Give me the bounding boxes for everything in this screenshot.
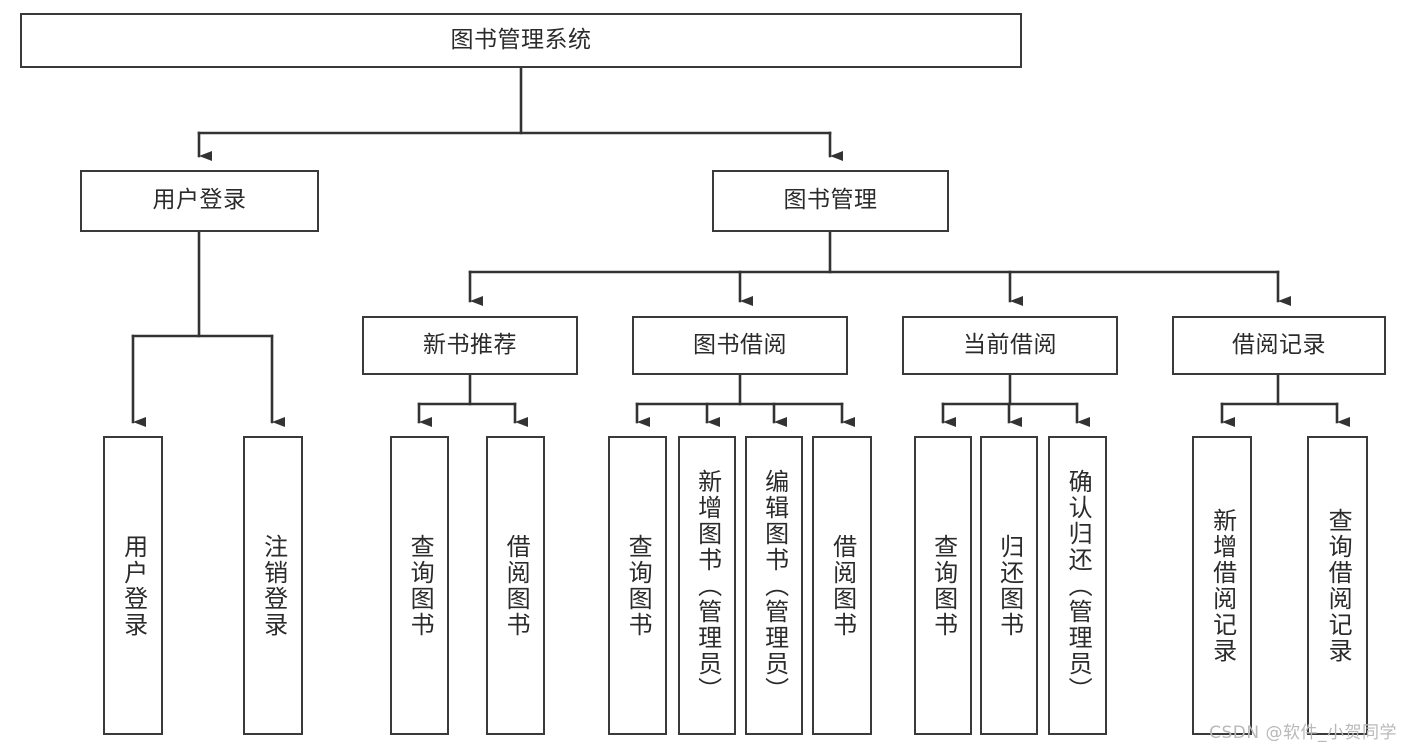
leaf-borrow-book[interactable]: 借阅图书 <box>812 436 872 735</box>
node-new-book-recommendation[interactable]: 新书推荐 <box>362 316 578 375</box>
node-label: 新增图书（管理员） <box>693 468 722 703</box>
leaf-query-book-newbook[interactable]: 查询图书 <box>390 436 449 735</box>
node-label: 借阅图书 <box>828 533 857 638</box>
node-label: 查询图书 <box>929 533 958 638</box>
leaf-query-book-current[interactable]: 查询图书 <box>914 436 972 735</box>
node-current-borrow[interactable]: 当前借阅 <box>902 316 1118 375</box>
leaf-logout[interactable]: 注销登录 <box>243 436 303 735</box>
node-borrow-record[interactable]: 借阅记录 <box>1172 316 1386 375</box>
node-label: 查询图书 <box>406 533 435 638</box>
leaf-borrow-book-newbook[interactable]: 借阅图书 <box>486 436 545 735</box>
node-label: 用户登录 <box>119 533 148 638</box>
node-label: 注销登录 <box>259 533 288 638</box>
node-label: 借阅图书 <box>502 533 531 638</box>
leaf-query-borrow-record[interactable]: 查询借阅记录 <box>1307 436 1368 735</box>
node-user-login[interactable]: 用户登录 <box>80 170 319 232</box>
leaf-add-borrow-record[interactable]: 新增借阅记录 <box>1192 436 1252 735</box>
leaf-confirm-return-admin[interactable]: 确认归还（管理员） <box>1048 436 1107 735</box>
node-book-management[interactable]: 图书管理 <box>712 170 949 232</box>
node-label: 编辑图书（管理员） <box>760 468 789 703</box>
leaf-return-book[interactable]: 归还图书 <box>980 436 1038 735</box>
leaf-query-book-borrow[interactable]: 查询图书 <box>608 436 667 735</box>
node-label: 图书管理 <box>783 187 878 214</box>
node-label: 图书管理系统 <box>450 26 592 53</box>
node-root-book-management-system[interactable]: 图书管理系统 <box>20 13 1022 68</box>
leaf-edit-book-admin[interactable]: 编辑图书（管理员） <box>745 436 803 735</box>
node-label: 图书借阅 <box>693 331 787 358</box>
node-label: 确认归还（管理员） <box>1064 468 1093 703</box>
node-label: 借阅记录 <box>1232 331 1326 358</box>
node-label: 新增借阅记录 <box>1208 507 1237 664</box>
node-label: 当前借阅 <box>963 331 1057 358</box>
node-label: 新书推荐 <box>423 331 517 358</box>
node-label: 查询图书 <box>624 533 653 638</box>
node-label: 用户登录 <box>152 187 247 214</box>
node-label: 归还图书 <box>995 533 1024 638</box>
node-book-borrow[interactable]: 图书借阅 <box>632 316 848 375</box>
leaf-user-login[interactable]: 用户登录 <box>103 436 163 735</box>
node-label: 查询借阅记录 <box>1324 507 1353 664</box>
leaf-add-book-admin[interactable]: 新增图书（管理员） <box>678 436 736 735</box>
